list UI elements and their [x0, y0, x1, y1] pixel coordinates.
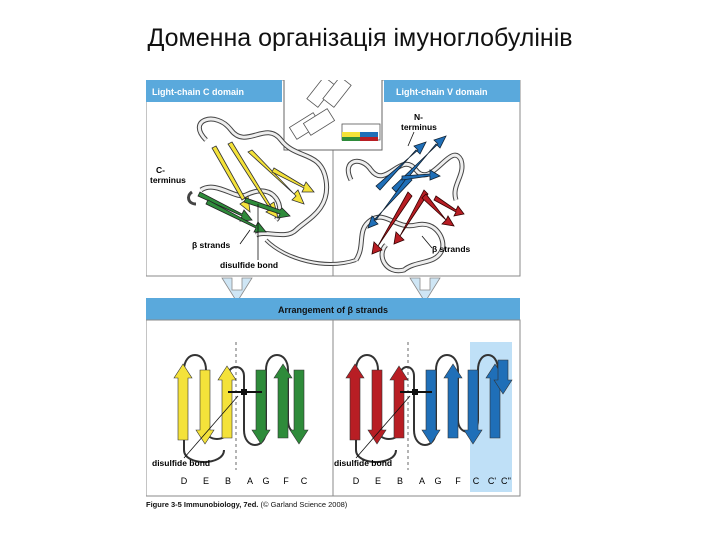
strand-letter-left: E [203, 476, 209, 486]
disulfide-bottom-left-pointer [183, 395, 239, 459]
strand-letter-right: C' [488, 476, 496, 486]
left-disulfide-node [241, 389, 247, 395]
figure-caption: Figure 3-5 Immunobiology, 7ed. (© Garlan… [146, 500, 522, 509]
n-terminus-pointer [407, 131, 415, 147]
c-domain-ribbon [187, 116, 357, 266]
strand-letter-right: D [353, 476, 360, 486]
label-c-terminus-line1: C- [156, 165, 165, 175]
disulfide-bottom-right-pointer [355, 395, 411, 459]
label-c-terminus-line2: terminus [150, 175, 186, 185]
v-domain-ribbon [346, 135, 465, 274]
strand-letter-right: C'' [501, 476, 511, 486]
left-strands [173, 363, 309, 445]
strand-letter-right: G [434, 476, 441, 486]
header-v-domain-text: Light-chain V domain [396, 87, 488, 97]
label-n-terminus-line1: N- [414, 112, 423, 122]
header-v-domain [384, 80, 520, 102]
strand-letter-right: E [375, 476, 381, 486]
immunoglobulin-domain-figure: Light-chain C domain Light-chain V domai… [146, 80, 522, 516]
strand-letter-left: C [301, 476, 308, 486]
caption-bold: Figure 3-5 Immunobiology, 7ed. [146, 500, 259, 509]
inset-thumbnail [283, 80, 383, 151]
figure-svg: Light-chain C domain Light-chain V domai… [146, 80, 521, 497]
header-c-domain [146, 80, 282, 102]
strand-letter-right: F [455, 476, 461, 486]
caption-rest: (© Garland Science 2008) [258, 500, 348, 509]
header-c-domain-text: Light-chain C domain [152, 87, 244, 97]
strand-letter-right: C [473, 476, 480, 486]
strand-letter-right: A [419, 476, 425, 486]
beta-strands-left-pointer [239, 229, 251, 245]
label-disulfide-bottom-left: disulfide bond [152, 458, 210, 468]
label-beta-strands-right: β strands [432, 244, 471, 254]
slide-title: Доменна організація імуноглобулінів [147, 24, 573, 52]
down-arrow-left [221, 277, 253, 303]
header-arrangement [146, 298, 520, 320]
strand-letter-left: G [262, 476, 269, 486]
header-arrangement-text: Arrangement of β strands [278, 305, 388, 315]
strand-letter-left: B [225, 476, 231, 486]
down-arrow-right [409, 277, 441, 303]
strand-letter-left: D [181, 476, 188, 486]
beta-strands-right-pointer [421, 235, 433, 249]
right-disulfide-node [412, 389, 418, 395]
label-n-terminus-line2: terminus [401, 122, 437, 132]
label-disulfide-bottom-right: disulfide bond [334, 458, 392, 468]
right-strands [345, 359, 513, 445]
label-disulfide-top: disulfide bond [220, 260, 278, 270]
strand-letter-left: A [247, 476, 253, 486]
strand-letter-right: B [397, 476, 403, 486]
strand-letter-left: F [283, 476, 289, 486]
label-beta-strands-left: β strands [192, 240, 231, 250]
